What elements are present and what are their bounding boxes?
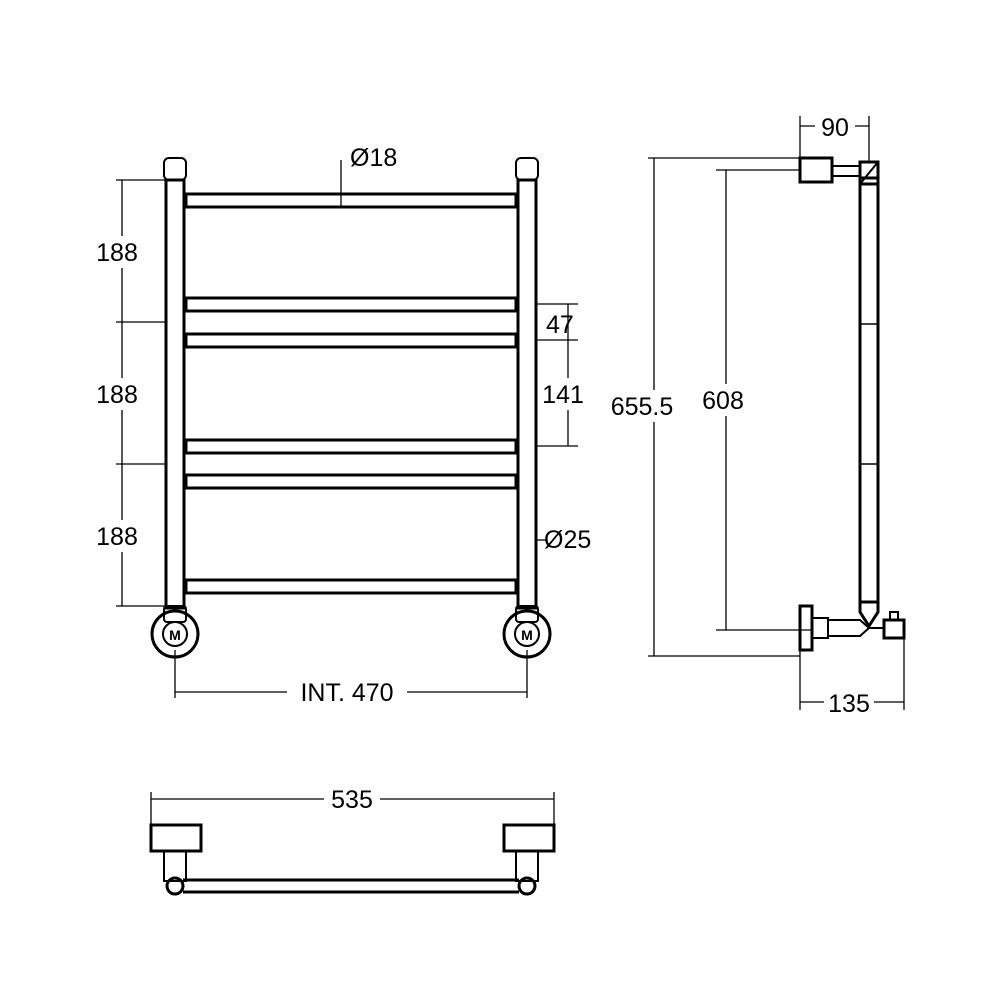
side-view: 655.5 608 90 135 bbox=[605, 112, 906, 718]
bar-6 bbox=[184, 578, 518, 595]
dim-centre-height: 608 bbox=[702, 387, 744, 415]
dim-wall-projection: 135 bbox=[828, 690, 870, 718]
top-view: 535 bbox=[149, 784, 556, 896]
overall-width-dimension: 535 bbox=[150, 784, 555, 825]
dim-top-projection: 90 bbox=[821, 114, 849, 142]
towel-bars bbox=[184, 192, 518, 595]
overall-height-dimension: 655.5 bbox=[605, 157, 800, 657]
dim-pair-span: 141 bbox=[542, 381, 584, 409]
internal-width-dimension: INT. 470 bbox=[174, 650, 528, 708]
dim-overall-height: 655.5 bbox=[611, 393, 674, 421]
bar-2 bbox=[184, 296, 518, 313]
pair-dimension: 47 141 bbox=[536, 303, 586, 447]
wall-projection-dimension: 135 bbox=[799, 638, 905, 718]
dim-internal-width: INT. 470 bbox=[300, 679, 393, 707]
bar-diameter-callout: Ø18 bbox=[340, 144, 397, 207]
top-elbow bbox=[798, 156, 880, 186]
dim-pair-gap: 47 bbox=[546, 311, 574, 339]
logo-mark-left: M bbox=[169, 627, 181, 643]
spacing-dimension-chain: 188 188 188 bbox=[94, 179, 166, 607]
top-projection-dimension: 90 bbox=[799, 112, 870, 162]
bar-1 bbox=[184, 192, 518, 209]
bar-3 bbox=[184, 332, 518, 349]
centre-height-dimension: 608 bbox=[698, 169, 812, 631]
dim-spacing-middle: 188 bbox=[96, 381, 138, 409]
bar-4 bbox=[184, 438, 518, 455]
dim-spacing-bottom: 188 bbox=[96, 523, 138, 551]
dim-post-diameter: Ø25 bbox=[544, 526, 591, 554]
dim-overall-width: 535 bbox=[331, 786, 373, 814]
left-post bbox=[163, 157, 187, 623]
dim-bar-diameter: Ø18 bbox=[350, 144, 397, 172]
side-post bbox=[858, 176, 880, 604]
right-post bbox=[515, 157, 539, 623]
bottom-valve bbox=[798, 600, 906, 652]
dim-spacing-top: 188 bbox=[96, 239, 138, 267]
logo-mark-right: M bbox=[521, 627, 533, 643]
front-view: M M 188 188 188 Ø18 bbox=[94, 144, 591, 708]
post-diameter-callout: Ø25 bbox=[536, 526, 591, 554]
bar-5 bbox=[184, 473, 518, 490]
